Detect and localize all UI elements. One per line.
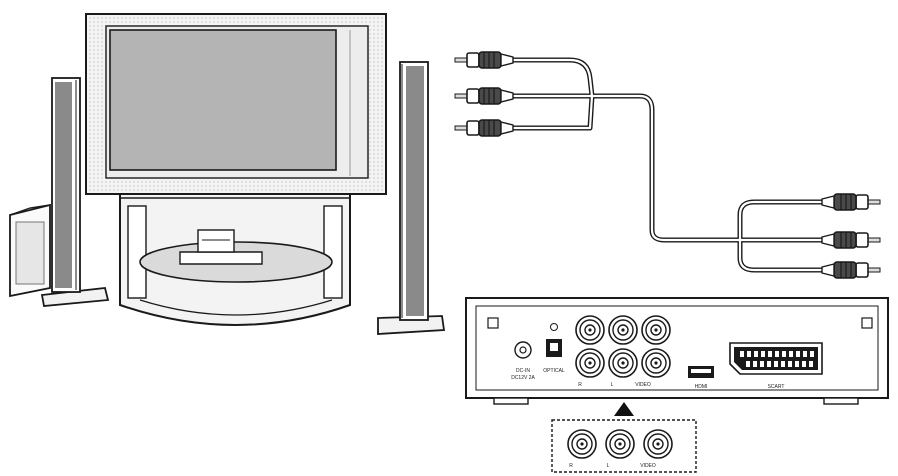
rca-jack-video [641, 348, 671, 378]
pointer-arrow-icon [614, 402, 634, 416]
rca-jack-top-1 [575, 315, 605, 345]
left-tower-speaker-illustration [40, 77, 110, 307]
rca-plug-left-1 [454, 51, 514, 69]
rca-jacks-inset: R L VIDEO [551, 419, 697, 473]
optical-label: OPTICAL [543, 368, 565, 374]
rca-jack-r [575, 348, 605, 378]
rca-plug-right-3 [821, 261, 881, 279]
flat-panel-tv-illustration [85, 13, 387, 195]
rca-plug-left-3 [454, 119, 514, 137]
inset-jack-video [643, 429, 673, 459]
hdmi-label: HDMI [695, 384, 708, 390]
inset-jack-r [567, 429, 597, 459]
rca-jack-top-2 [608, 315, 638, 345]
scart-label: SCART [768, 384, 785, 390]
panel-r-label: R [578, 382, 582, 388]
right-tower-speaker-illustration [377, 61, 446, 335]
inset-jack-l [605, 429, 635, 459]
dc-in-port [514, 341, 532, 359]
rca-jack-top-3 [641, 315, 671, 345]
optical-port [546, 323, 562, 357]
panel-video-label: VIDEO [635, 382, 651, 388]
subwoofer-illustration [9, 203, 51, 298]
scart-port [729, 342, 823, 375]
inset-r-label: R [569, 463, 573, 469]
dc-in-label: DC-IN [516, 368, 530, 374]
inset-video-label: VIDEO [640, 463, 656, 469]
inset-l-label: L [607, 463, 610, 469]
rca-jack-l [608, 348, 638, 378]
tv-stand-illustration [119, 187, 351, 326]
rca-plug-right-2 [821, 231, 881, 249]
rca-plug-left-2 [454, 87, 514, 105]
dc-in-spec-label: DC12V 2A [511, 375, 535, 381]
rca-plug-right-1 [821, 193, 881, 211]
hdmi-port [688, 366, 714, 378]
device-rear-panel: DC-IN DC12V 2A OPTICAL R L VIDEO HDMI [465, 297, 889, 405]
panel-l-label: L [611, 382, 614, 388]
av-cable-illustration [454, 51, 881, 279]
